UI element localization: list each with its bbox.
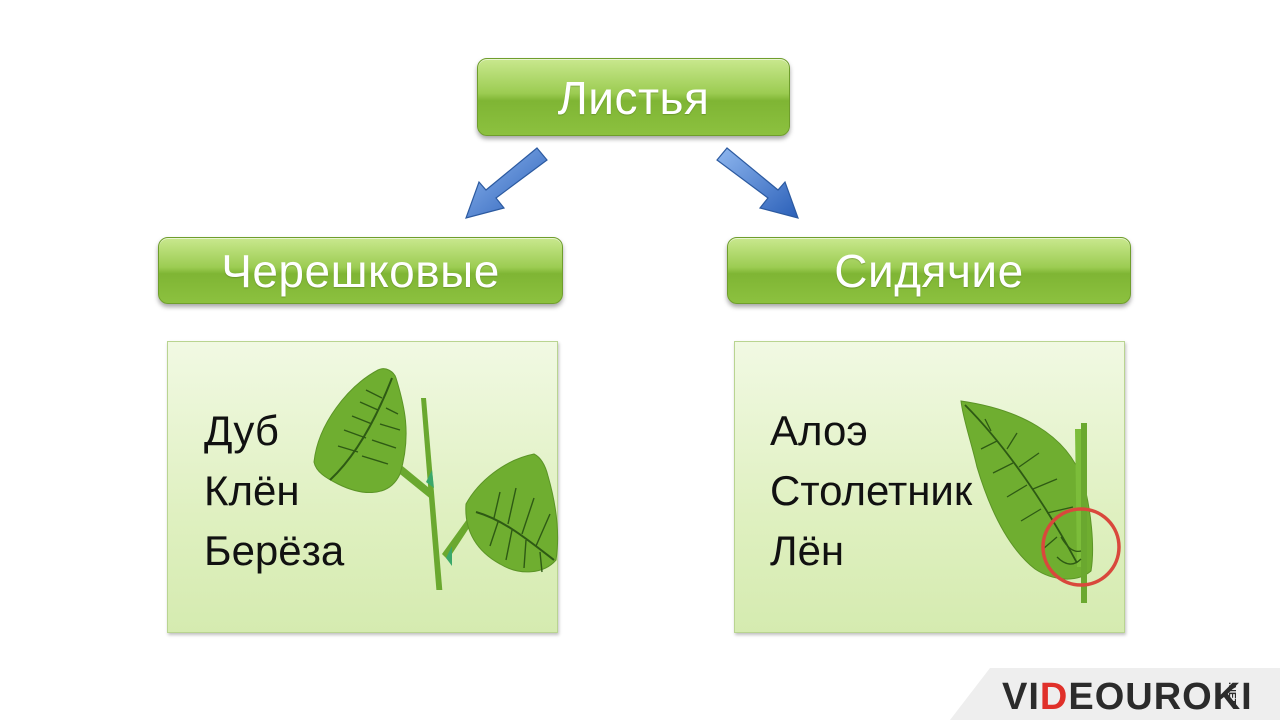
logo-text: VIDEOUROKI — [1002, 676, 1253, 719]
arrow-down-right-icon — [716, 147, 799, 219]
examples-panel-petiolate: Дуб Клён Берёза — [167, 341, 559, 633]
example-item: Алоэ — [770, 407, 868, 454]
root-node-leaves: Листья — [477, 58, 790, 136]
logo-accent-letter: D — [1039, 676, 1069, 718]
root-node-label: Листья — [557, 72, 710, 124]
category-node-sessile: Сидячие — [727, 237, 1131, 304]
videouroki-logo: VIDEOUROKI .NET — [950, 668, 1280, 720]
logo-background — [950, 668, 1280, 720]
logo-main: EOUROKI — [1068, 676, 1253, 718]
examples-panel-sessile: Алоэ Столетник Лён — [734, 341, 1125, 633]
example-item: Клён — [204, 467, 300, 514]
logo-suffix: .NET — [1226, 682, 1237, 705]
example-item: Берёза — [204, 527, 345, 574]
category-label-sessile: Сидячие — [834, 245, 1024, 297]
examples-list-petiolate: Дуб Клён Берёза — [204, 401, 344, 581]
example-item: Столетник — [770, 467, 973, 514]
category-label-petiolate: Черешковые — [221, 245, 500, 297]
category-node-petiolate: Черешковые — [158, 237, 563, 304]
arrow-down-left-icon — [465, 147, 548, 219]
example-item: Дуб — [204, 407, 279, 454]
examples-list-sessile: Алоэ Столетник Лён — [770, 401, 972, 581]
example-item: Лён — [770, 527, 845, 574]
logo-prefix: VI — [1002, 676, 1040, 718]
sessile-leaf-illustration — [960, 400, 1121, 603]
petiolate-leaf-illustration — [313, 368, 559, 590]
